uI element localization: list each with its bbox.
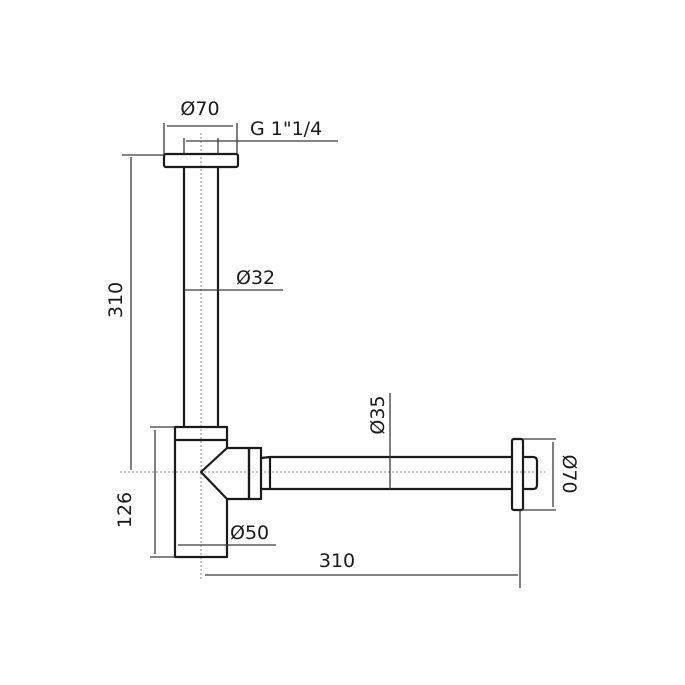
label-wall-flange-diameter: Ø70 [558, 454, 580, 493]
wall-flange [510, 437, 525, 512]
label-flange-top-diameter: Ø70 [180, 98, 219, 120]
label-body-diameter: Ø50 [230, 522, 269, 544]
trap-branch [199, 446, 251, 501]
label-thread: G 1"1/4 [250, 118, 322, 140]
label-tail-pipe-diameter: Ø32 [236, 267, 275, 289]
label-outlet-pipe-diameter: Ø35 [367, 395, 389, 434]
top-flange [162, 152, 240, 169]
body-collar [173, 425, 229, 442]
dimension-labels: Ø70 G 1"1/4 Ø32 310 126 Ø50 Ø35 Ø70 310 [105, 98, 580, 572]
bottle-trap [162, 152, 539, 559]
label-height-upper: 310 [105, 282, 127, 318]
trap-body [173, 440, 229, 559]
centerlines [120, 133, 545, 580]
dimension-lines [122, 123, 556, 588]
outlet-taper [260, 455, 272, 491]
union-nut [247, 446, 263, 501]
label-height-body: 126 [114, 492, 136, 528]
label-outlet-length: 310 [319, 550, 355, 572]
wall-flange-boss [523, 455, 539, 491]
